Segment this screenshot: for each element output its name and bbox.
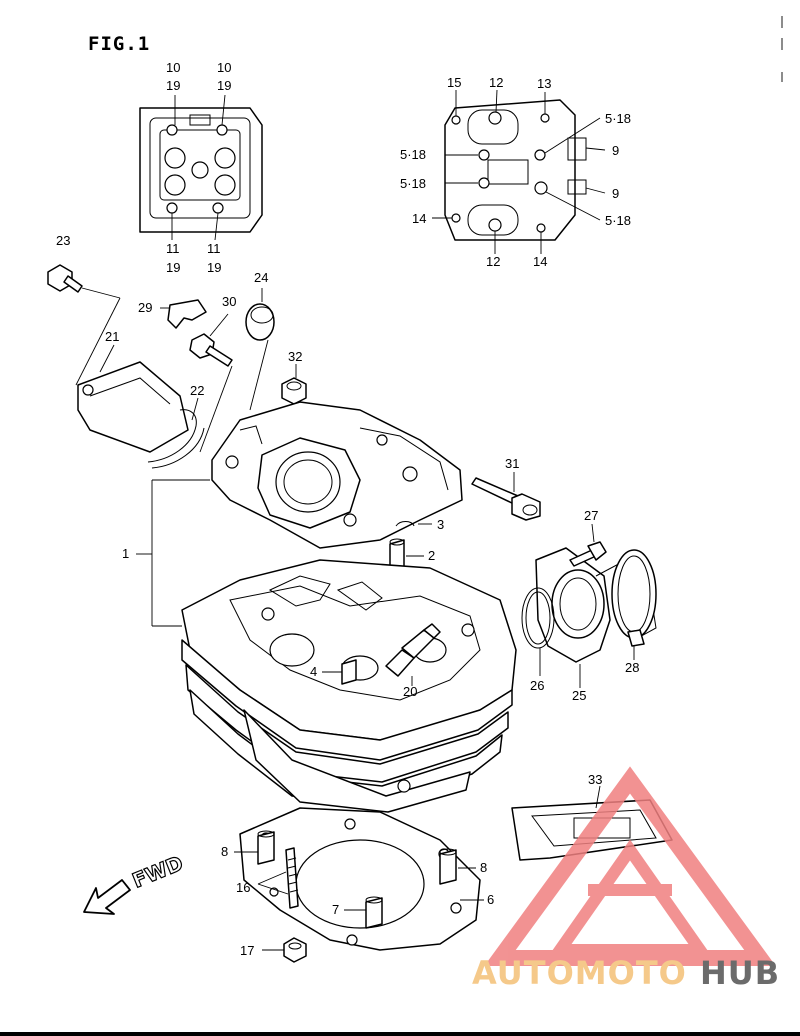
callout-16: 16 [236,880,250,895]
nut-32 [281,364,307,405]
head-cover-upper [211,401,463,549]
callout-8a: 8 [221,844,228,859]
callout-19d: 19 [207,260,221,275]
valve-cover-21 [77,344,189,453]
callout-9b: 9 [612,186,619,201]
callout-9a: 9 [612,143,619,158]
inset-head-bottom-view [139,94,263,241]
nut-17 [262,937,307,963]
fwd-label: FWD [129,851,187,893]
spark-plug-20 [385,623,441,686]
watermark-brand-left: AUTOMOTO [472,954,687,992]
callout-4: 4 [310,664,317,679]
callout-31: 31 [505,456,519,471]
callout-17: 17 [240,943,254,958]
fwd-arrow-icon [83,879,131,915]
callout-33: 33 [588,772,602,787]
callout-25: 25 [572,688,586,703]
callout-20: 20 [403,684,417,699]
callout-15: 15 [447,75,461,90]
callout-10b: 10 [217,60,231,75]
bolt-31 [471,472,541,521]
callout-24: 24 [254,270,268,285]
dowel-7 [344,896,383,929]
callout-19a: 19 [166,78,180,93]
callout-3: 3 [437,517,444,532]
head-gasket-6 [239,807,484,951]
callout-7: 7 [332,902,339,917]
callout-2: 2 [428,548,435,563]
bolt-23 [47,264,121,386]
callout-11a: 11 [166,241,180,256]
bolt-27 [569,523,607,567]
callout-30: 30 [222,294,236,309]
callout-29: 29 [138,300,152,315]
callout-28: 28 [625,660,639,675]
clamp-28 [611,549,657,660]
callout-19c: 19 [166,260,180,275]
stud-16 [257,847,299,909]
callout-518b: 5·18 [400,147,426,162]
callout-518a: 5·18 [605,111,631,126]
automotohub-logo [484,766,776,966]
watermark-brand-right: HUB [700,954,780,992]
cap-24 [245,288,275,411]
callout-32: 32 [288,349,302,364]
callout-21: 21 [105,329,119,344]
clip-3 [395,521,432,527]
callout-1: 1 [122,546,129,561]
callout-8b: 8 [480,860,487,875]
dowel-8-left [234,830,275,865]
clamp-29 [167,299,207,329]
callout-13: 13 [537,76,551,91]
bolt-30 [189,313,233,453]
callout-518d: 5·18 [605,213,631,228]
callout-518c: 5·18 [400,176,426,191]
figure-title: FIG.1 [88,33,150,55]
callout-19b: 19 [217,78,231,93]
intake-pipe-25 [535,547,657,688]
plug-4 [322,659,357,685]
callout-26: 26 [530,678,544,693]
callout-1-bracket [136,479,210,627]
inset-head-cover-top-view [432,89,606,254]
cylinder-head-main [181,559,517,813]
callout-6: 6 [487,892,494,907]
gasket-22 [147,397,205,469]
callout-14b: 14 [533,254,547,269]
callout-12a: 12 [489,75,503,90]
callout-27: 27 [584,508,598,523]
callout-14a: 14 [412,211,426,226]
page-bottom-border [0,1032,800,1036]
callout-10a: 10 [166,60,180,75]
dowel-8-right [439,848,476,885]
callout-22: 22 [190,383,204,398]
callout-11b: 11 [207,241,221,256]
o-ring-26 [521,587,555,676]
callout-12b: 12 [486,254,500,269]
callout-23: 23 [56,233,70,248]
